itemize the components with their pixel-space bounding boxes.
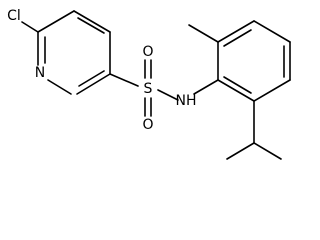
bond-b3-b4 [253,20,291,43]
methyl-group [188,24,219,43]
bond-isopropyl-right [253,142,282,160]
bond-methyl [188,24,219,43]
bond-nh-ring [193,79,219,95]
bond-b6-b1-inner [223,76,252,94]
bond-c2-c3 [37,10,75,33]
chlorine-atom-label: Cl [7,8,21,24]
chemical-structure-diagram: Cl N S O O NH [7,8,291,160]
bond-isopropyl-left [226,142,255,160]
isopropyl-group [226,100,282,160]
pyridine-nitrogen-label: N [35,65,45,81]
bond-b2-b3 [217,20,255,43]
bond-c6-n [47,79,72,95]
bond-c2-cl [21,21,39,33]
bond-s-nh [157,89,179,101]
sulfur-atom-label: S [144,81,153,97]
bond-b6-b1 [217,79,255,102]
bond-c5-c6-inner [78,70,105,87]
bond-b5-b6 [253,79,291,102]
oxygen-top-label: O [142,44,153,60]
bond-c3-c4 [73,10,111,33]
amine-nh-label: NH [176,93,197,109]
sulfonamide-group [109,59,219,117]
benzene-ring [217,20,291,102]
bond-c4-c4-inner [77,17,105,34]
pyridine-ring [21,10,111,95]
bond-b2-b3-inner [223,29,252,47]
atom-labels: Cl N S O O NH [7,8,196,133]
oxygen-bottom-label: O [142,117,153,133]
bond-ring-s [109,73,139,87]
structure-canvas: Cl N S O O NH [7,8,291,160]
bond-c5-c6 [76,73,111,95]
